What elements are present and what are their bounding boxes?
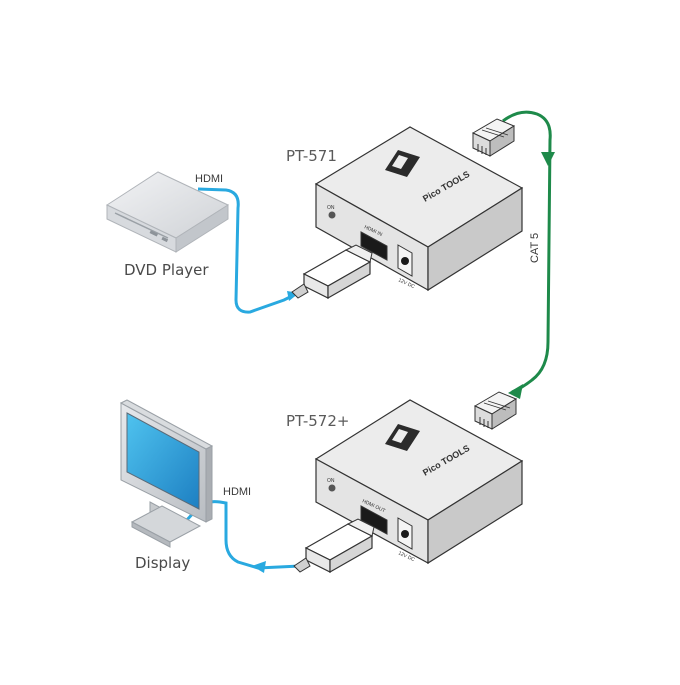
dvd-player — [105, 171, 230, 253]
rj45-connector-top — [471, 118, 516, 157]
hdmi-plug-bottom — [293, 518, 375, 574]
pt572-led-label: ON — [327, 478, 335, 484]
pt-571-device: Pico TOOLS ON HDMI IN 12V DC — [314, 126, 524, 292]
display-label: Display — [135, 554, 191, 572]
hdmi-plug-top — [291, 244, 373, 300]
kramer-logo-icon — [385, 150, 420, 177]
pt572-hdmi-port — [360, 505, 388, 535]
pt571-hdmi-port — [360, 231, 388, 261]
display-monitor — [119, 399, 214, 548]
cat5-label: CAT 5 — [529, 232, 541, 263]
hdmi-bottom-label: HDMI — [223, 486, 252, 498]
cat5-cable — [502, 110, 555, 399]
pt-571-title: PT-571 — [286, 147, 337, 165]
rj45-connector-bottom — [473, 391, 518, 430]
pt572-led-icon — [328, 484, 336, 492]
pt571-led-label: ON — [327, 205, 335, 211]
hdmi-top-label: HDMI — [195, 173, 224, 185]
pt571-led-icon — [328, 211, 336, 219]
cat5-arrow-down-icon — [541, 152, 555, 166]
cat5-arrow-left-icon — [508, 384, 523, 399]
pt571-power-jack — [401, 257, 409, 265]
hdmi-bottom-arrow-icon — [252, 561, 266, 573]
pt-572-title: PT-572+ — [286, 412, 350, 430]
kramer-logo-icon — [385, 424, 420, 451]
dvd-player-label: DVD Player — [124, 261, 209, 279]
pt572-power-jack — [401, 530, 409, 538]
pt-572-device: Pico TOOLS ON HDMI OUT 12V DC — [314, 399, 524, 565]
